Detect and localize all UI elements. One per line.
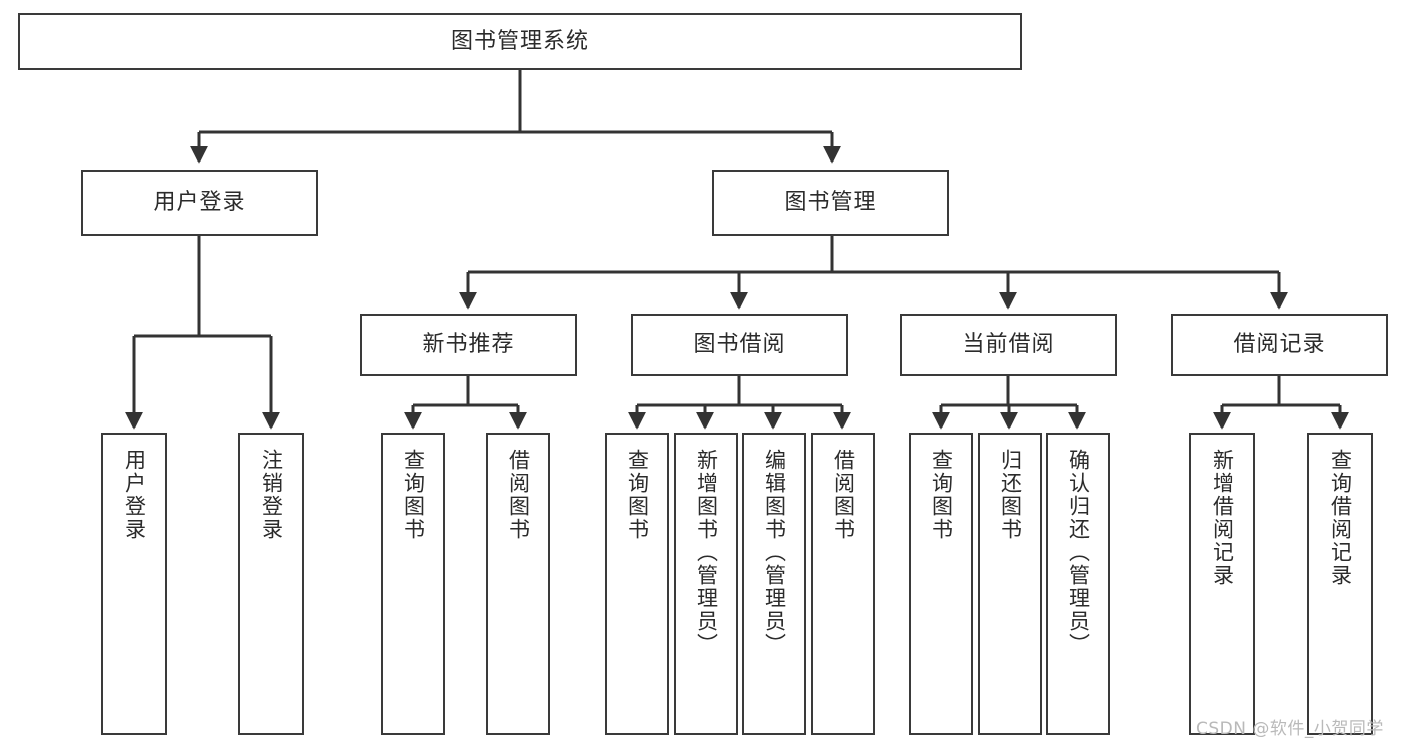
node-current-borrow[interactable]: 当前借阅 xyxy=(900,314,1117,376)
leaf-add-borrow-record[interactable]: 新增借阅记录 xyxy=(1189,433,1255,735)
node-book-management[interactable]: 图书管理 xyxy=(712,170,949,236)
node-label: 新增图书（管理员） xyxy=(694,449,719,656)
node-label: 图书借阅 xyxy=(693,332,786,358)
node-label: 编辑图书（管理员） xyxy=(762,449,787,656)
leaf-query-borrow-record[interactable]: 查询借阅记录 xyxy=(1307,433,1373,735)
node-label: 借阅记录 xyxy=(1233,332,1326,358)
leaf-logout[interactable]: 注销登录 xyxy=(238,433,304,735)
csdn-watermark: CSDN @软件_小贺同学 xyxy=(1196,719,1384,739)
node-label: 确认归还（管理员） xyxy=(1066,449,1091,656)
node-book-borrow[interactable]: 图书借阅 xyxy=(631,314,848,376)
node-label: 查询图书 xyxy=(625,449,650,541)
node-label: 查询图书 xyxy=(929,449,954,541)
node-user-login[interactable]: 用户登录 xyxy=(81,170,318,236)
node-label: 借阅图书 xyxy=(831,449,856,541)
node-label: 当前借阅 xyxy=(962,332,1055,358)
leaf-query-book-borrow[interactable]: 查询图书 xyxy=(605,433,669,735)
node-label: 新书推荐 xyxy=(422,332,515,358)
leaf-borrow-book[interactable]: 借阅图书 xyxy=(811,433,875,735)
node-label: 图书管理系统 xyxy=(450,28,589,54)
node-label: 归还图书 xyxy=(998,449,1023,541)
node-label: 用户登录 xyxy=(153,190,246,216)
leaf-return-book[interactable]: 归还图书 xyxy=(978,433,1042,735)
node-new-book-recommend[interactable]: 新书推荐 xyxy=(360,314,577,376)
leaf-user-login[interactable]: 用户登录 xyxy=(101,433,167,735)
leaf-query-book-current[interactable]: 查询图书 xyxy=(909,433,973,735)
node-label: 查询借阅记录 xyxy=(1328,449,1353,587)
node-label: 用户登录 xyxy=(122,449,147,541)
node-label: 查询图书 xyxy=(401,449,426,541)
leaf-edit-book-admin[interactable]: 编辑图书（管理员） xyxy=(742,433,806,735)
node-label: 借阅图书 xyxy=(506,449,531,541)
node-root-system[interactable]: 图书管理系统 xyxy=(18,13,1022,70)
node-label: 注销登录 xyxy=(259,449,284,541)
leaf-add-book-admin[interactable]: 新增图书（管理员） xyxy=(674,433,738,735)
node-borrow-records[interactable]: 借阅记录 xyxy=(1171,314,1388,376)
leaf-query-book-recommend[interactable]: 查询图书 xyxy=(381,433,445,735)
node-label: 新增借阅记录 xyxy=(1210,449,1235,587)
node-label: 图书管理 xyxy=(784,190,877,216)
leaf-borrow-book-recommend[interactable]: 借阅图书 xyxy=(486,433,550,735)
leaf-confirm-return-admin[interactable]: 确认归还（管理员） xyxy=(1046,433,1110,735)
